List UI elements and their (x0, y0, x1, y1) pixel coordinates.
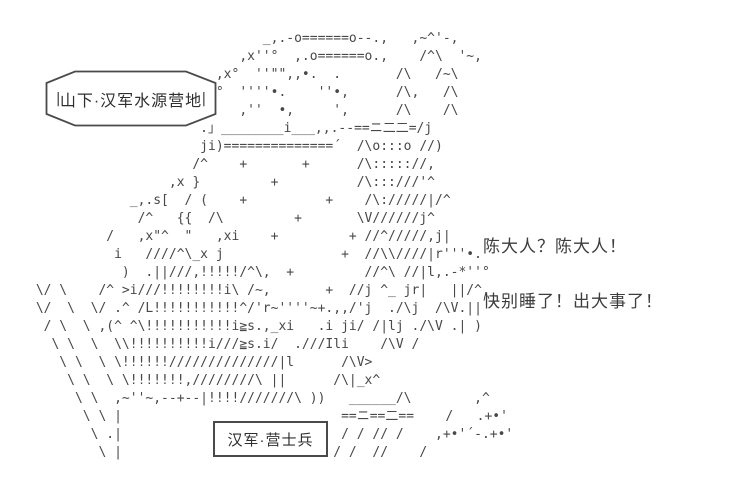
label-right-bar: | (199, 90, 208, 107)
character-label-box: 汉军·营士兵 (213, 421, 328, 457)
dialogue-line-1: 陈大人？陈大人！ (483, 237, 627, 256)
ascii-art-drawing: _,.-o======o--., ,~^'-, ,x''° ,.o======o… (35, 31, 514, 460)
location-label-box: | 山下·汉军水源营地 | (45, 70, 217, 127)
dialogue-line-2: 快别睡了！出大事了！ (483, 292, 663, 311)
label-left-bar: | (54, 90, 63, 107)
octagon-outline (45, 70, 217, 127)
location-label: 山下·汉军水源营地 (59, 92, 203, 110)
character-label: 汉军·营士兵 (227, 431, 314, 449)
